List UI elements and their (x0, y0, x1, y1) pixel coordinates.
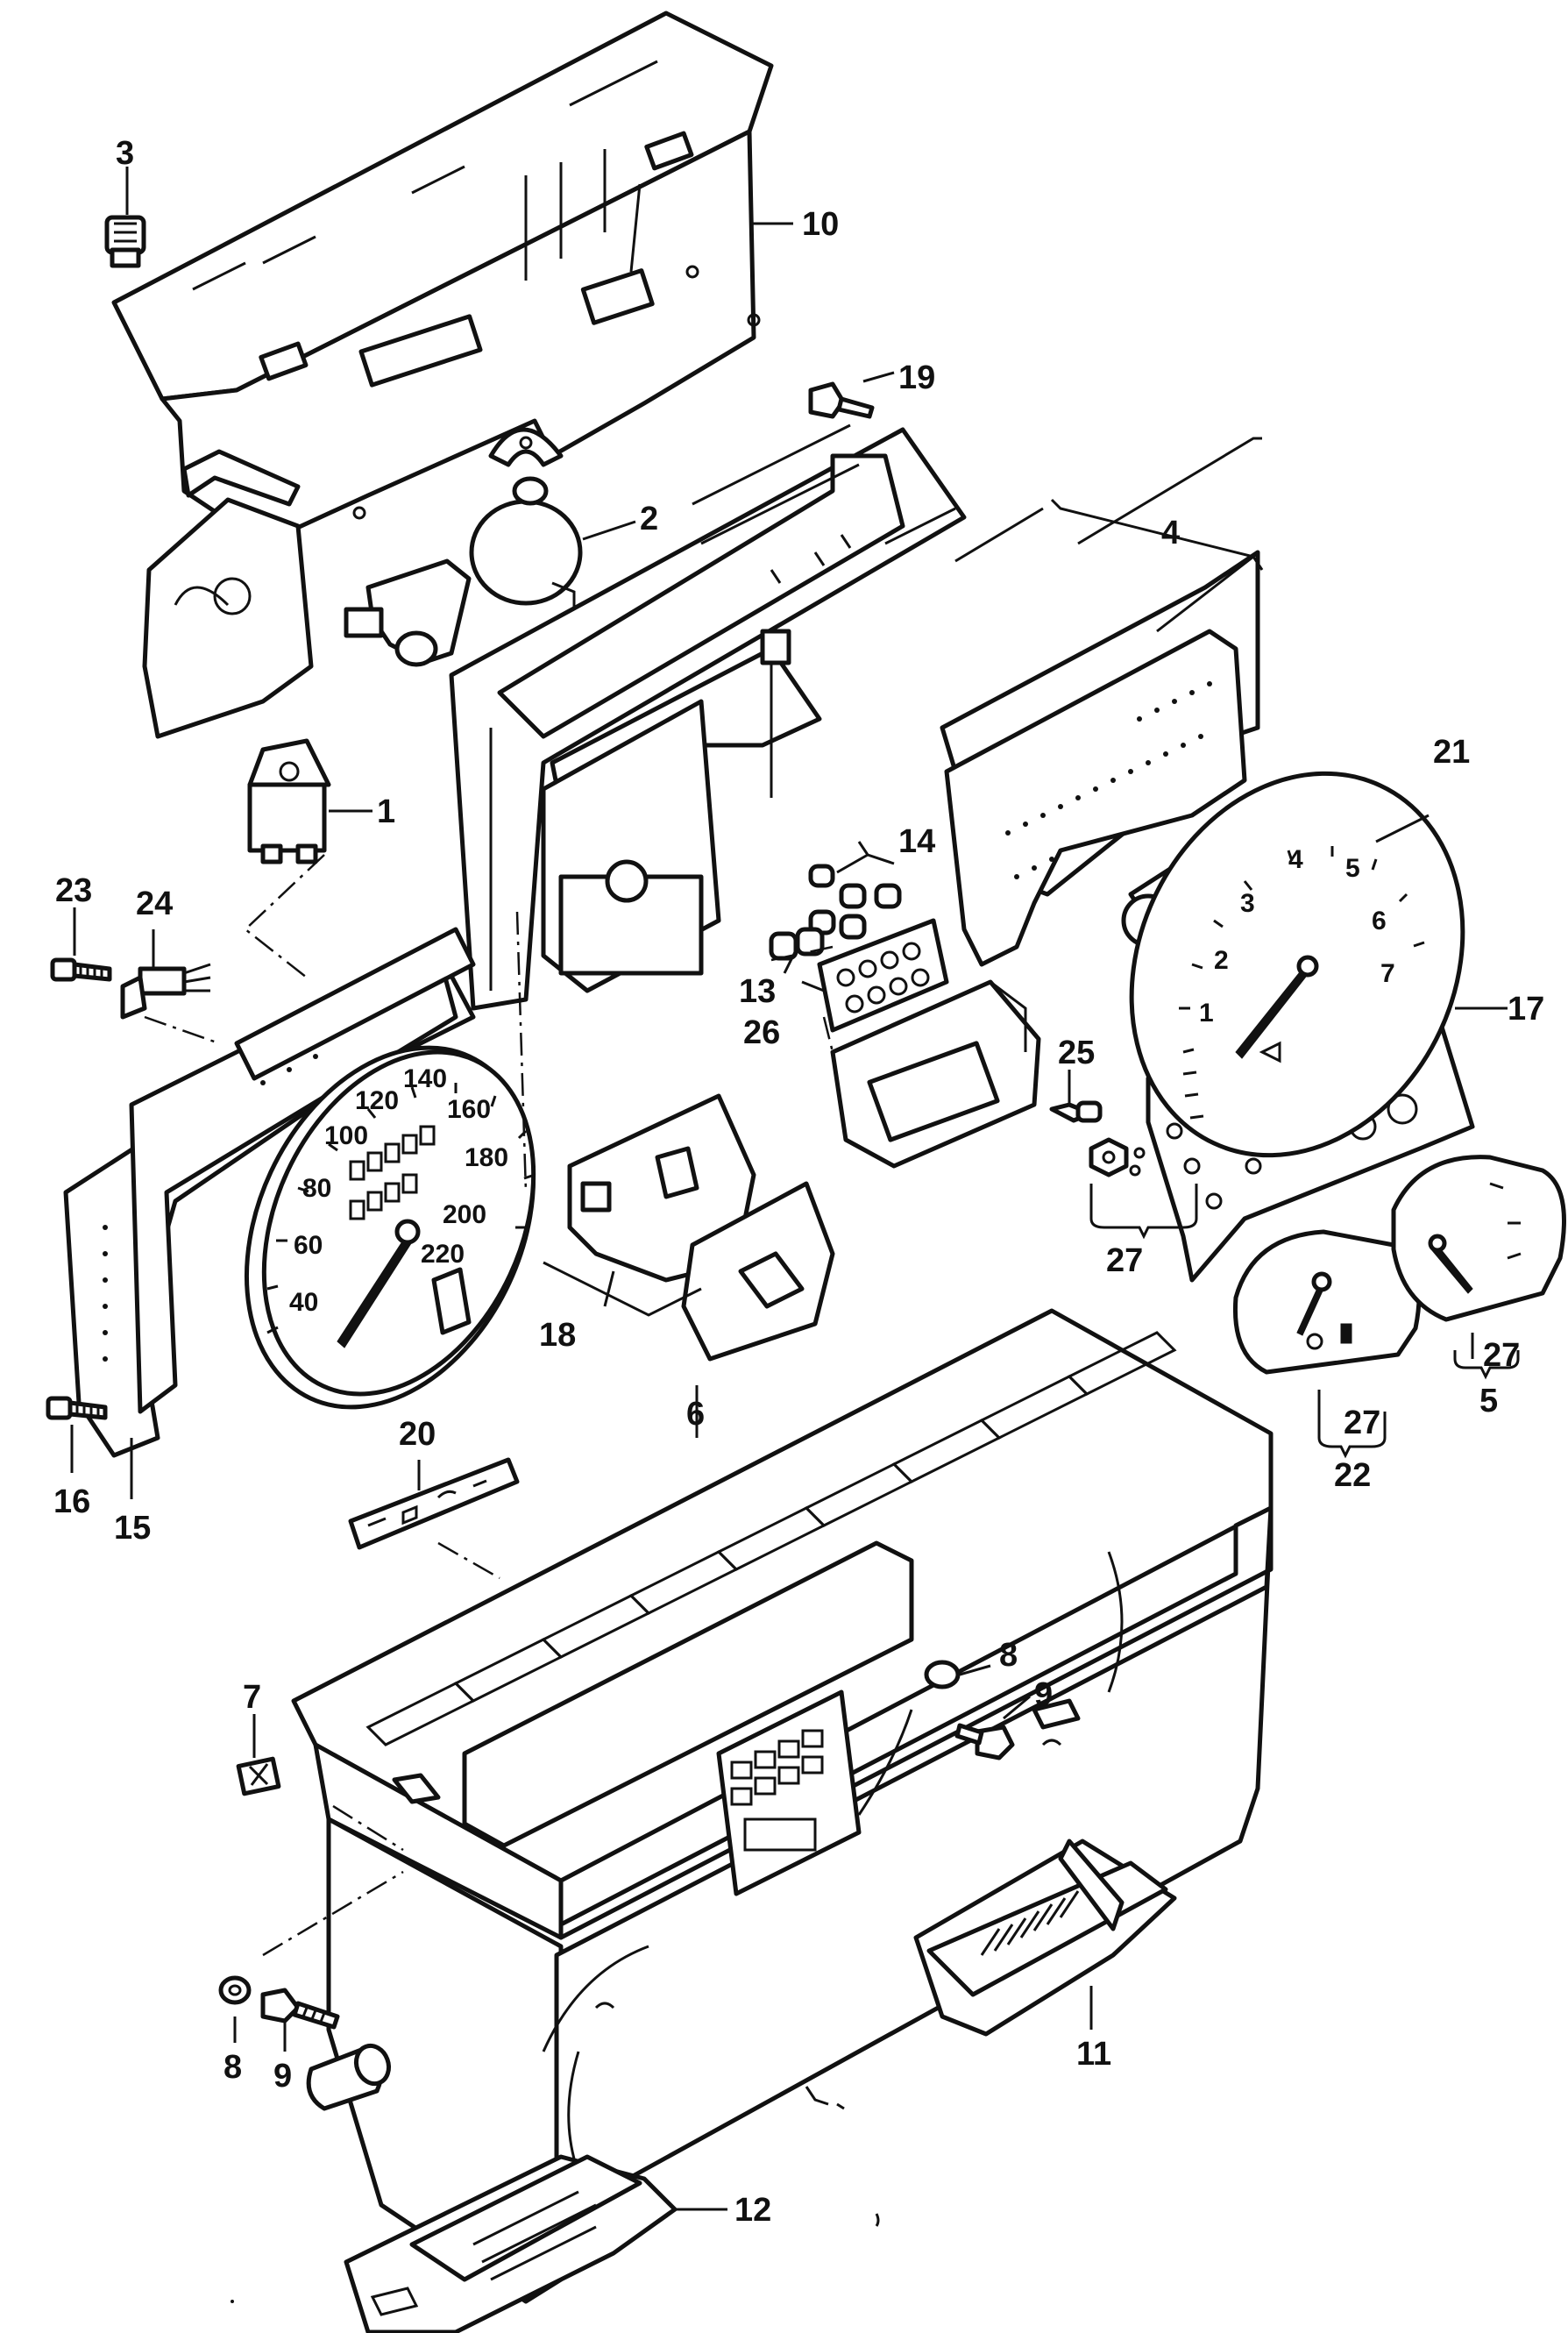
callout-6: 6 (686, 1396, 705, 1433)
callout-19: 19 (898, 359, 935, 396)
cylinder-pin (306, 2043, 392, 2111)
part-14-bulbs (808, 864, 902, 940)
part-15-speedo-backing (63, 927, 476, 1458)
part-16-screw (46, 1396, 108, 1420)
part-6-main-housing (291, 1308, 1274, 2304)
speedo-tick-120: 120 (355, 1086, 399, 1115)
part-12-lower-bracket (344, 2154, 678, 2333)
part-23-screw (50, 957, 112, 982)
part-25-bulb (1049, 1100, 1103, 1123)
callout-20: 20 (399, 1416, 436, 1453)
tach-tick-2: 2 (1214, 946, 1229, 975)
callout-3: 3 (116, 135, 134, 172)
callout-18: 18 (539, 1317, 576, 1354)
speedo-tick-200: 200 (443, 1200, 486, 1229)
callout-8-left: 8 (223, 2049, 242, 2086)
callout-27-c: 27 (1344, 1405, 1380, 1441)
alignment-lines (144, 854, 834, 1957)
callout-13: 13 (739, 973, 776, 1010)
part-8-washer-left (218, 1975, 252, 2005)
tach-tick-7: 7 (1380, 959, 1395, 988)
part-24-connector (120, 963, 211, 1020)
callout-14: 14 (898, 823, 935, 860)
speedo-tick-220: 220 (421, 1240, 465, 1269)
callout-27-b: 27 (1483, 1337, 1520, 1374)
callout-11: 11 (1076, 2036, 1111, 2073)
speedo-tick-60: 60 (294, 1231, 323, 1260)
speedo-tick-80: 80 (302, 1174, 331, 1203)
speedometer-dial: 40 60 80 100 120 140 160 180 200 220 (244, 1045, 536, 1410)
speedo-tick-100: 100 (324, 1121, 368, 1150)
display-module (830, 979, 1041, 1169)
speedo-tick-40: 40 (289, 1288, 318, 1317)
part-1-switch (247, 738, 331, 864)
callout-4: 4 (1161, 515, 1180, 551)
speedo-tick-180: 180 (465, 1143, 508, 1172)
callout-9-right: 9 (1034, 1676, 1053, 1713)
callout-12: 12 (734, 2192, 771, 2229)
part-22-small-gauge (1232, 1229, 1422, 1375)
nut (1089, 1137, 1146, 1177)
leader-lines (70, 167, 1520, 2211)
speedo-tick-140: 140 (403, 1064, 447, 1093)
tach-tick-6: 6 (1372, 907, 1387, 935)
part-3-plug (104, 215, 146, 268)
callout-25: 25 (1058, 1035, 1095, 1071)
callout-1: 1 (377, 793, 395, 830)
callout-10: 10 (802, 206, 839, 243)
part-9-screw-left (260, 1988, 340, 2030)
part-5-small-gauge (1391, 1155, 1566, 1322)
tach-tick-3: 3 (1240, 889, 1255, 918)
part-18-gauge-bracket (543, 1093, 835, 1362)
part-20-warning-label (348, 1457, 520, 1550)
callout-5: 5 (1479, 1383, 1498, 1419)
part-8-washer-right (924, 1660, 961, 1689)
callout-23: 23 (55, 872, 92, 909)
callout-labels: 3 10 19 2 4 1 14 21 23 24 13 17 25 26 27… (53, 135, 1544, 2229)
circuit-board (944, 629, 1247, 967)
tach-tick-1: 1 (1199, 999, 1214, 1028)
part-11-lower-bracket (913, 1839, 1177, 2037)
callout-15: 15 (114, 1510, 151, 1547)
callout-24: 24 (136, 886, 173, 922)
part-2-round-unit (344, 476, 583, 667)
callout-22: 22 (1334, 1457, 1371, 1494)
callout-7: 7 (243, 1679, 261, 1716)
callout-27-a: 27 (1106, 1242, 1143, 1279)
callout-26: 26 (743, 1014, 780, 1051)
callout-8-right: 8 (999, 1637, 1018, 1674)
part-19-screw (808, 381, 875, 419)
part-21-tachometer-dial: 1 2 3 4 5 6 7 (1121, 771, 1465, 1158)
speedo-tick-160: 160 (447, 1095, 491, 1124)
part-9-screw-right (954, 1723, 1015, 1760)
callout-2: 2 (640, 501, 658, 537)
part-13-bulb (769, 927, 825, 961)
part-7-clip (236, 1756, 281, 1796)
callout-9-left: 9 (273, 2058, 292, 2095)
part-26-bulb-holder (817, 918, 949, 1033)
callout-17: 17 (1508, 991, 1544, 1028)
tach-tick-4: 4 (1288, 845, 1303, 874)
tach-tick-5: 5 (1345, 854, 1360, 883)
callout-21: 21 (1433, 734, 1470, 771)
callout-16: 16 (53, 1483, 90, 1520)
part-10-top-panel (111, 11, 774, 739)
scan-specks (231, 2086, 880, 2303)
